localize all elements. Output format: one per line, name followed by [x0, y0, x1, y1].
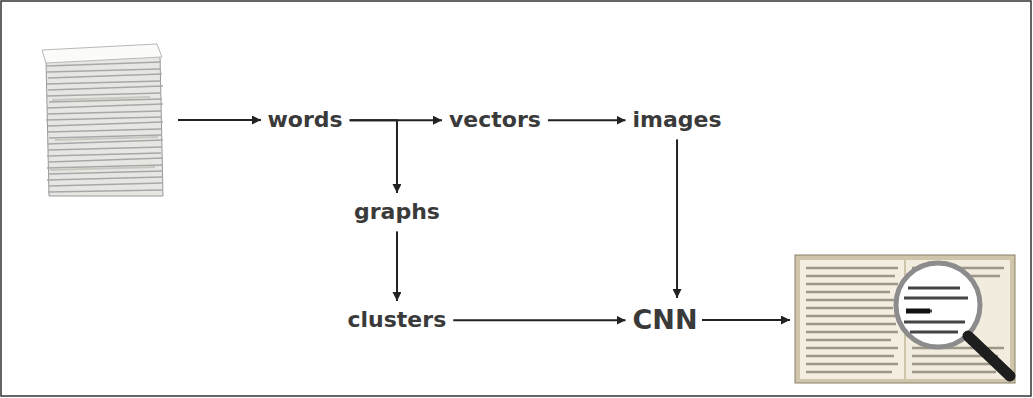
step-text: images [633, 107, 722, 133]
paper-stack [42, 44, 163, 196]
step-label: images [630, 105, 725, 135]
step-text: words [268, 107, 343, 133]
flow-arrow [350, 120, 397, 193]
step-label: CNN [630, 302, 701, 338]
step-label: vectors [446, 105, 544, 135]
step-label: words [265, 105, 346, 135]
step-text: CNN [633, 304, 698, 336]
flow-arrow [453, 319, 625, 321]
step-text: vectors [449, 107, 541, 133]
step-label: graphs [351, 197, 443, 227]
flow-arrow [676, 139, 678, 298]
step-text: graphs [354, 199, 440, 225]
step-label: clusters [345, 305, 450, 335]
flow-arrow [548, 119, 626, 121]
flow-arrow [396, 231, 398, 301]
dictionary-picture [795, 255, 1015, 383]
step-text: clusters [348, 307, 447, 333]
input-arrow [178, 119, 261, 121]
output-arrow [702, 319, 790, 321]
